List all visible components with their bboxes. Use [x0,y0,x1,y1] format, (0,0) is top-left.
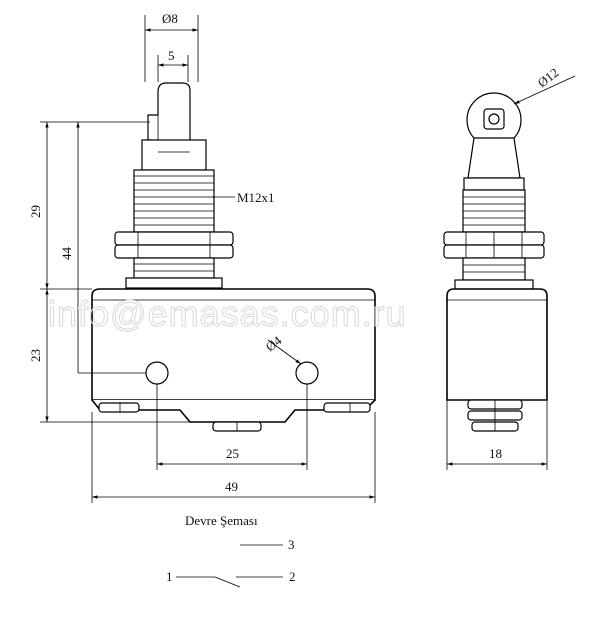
dim-height-upper: 29 [28,205,43,218]
dim-diam-plunger: Ø8 [162,11,178,26]
watermark: info@emasas.com.ru [48,293,407,334]
thread-lines [134,175,214,226]
dim-roller-diam: Ø12 [535,65,562,91]
side-view [443,92,548,432]
circuit-title: Devre Şeması [185,513,258,528]
dim-height-body: 23 [28,349,43,362]
dim-body-width: 49 [225,479,238,494]
front-dimensions: Ø8 5 M12x1 29 44 23 Ø4 25 49 [28,11,376,503]
dim-hole-spacing: 25 [226,446,239,461]
circuit-diagram: Devre Şeması 3 1 2 [166,513,296,588]
terminal-3-label: 3 [288,537,295,552]
terminal-1-label: 1 [166,569,173,584]
dim-plunger-width: 5 [168,48,175,63]
terminal-2-label: 2 [289,569,296,584]
dim-height-total: 44 [59,247,74,261]
dim-thread: M12x1 [237,190,275,205]
front-view [91,82,376,432]
dim-side-width: 18 [489,446,502,461]
